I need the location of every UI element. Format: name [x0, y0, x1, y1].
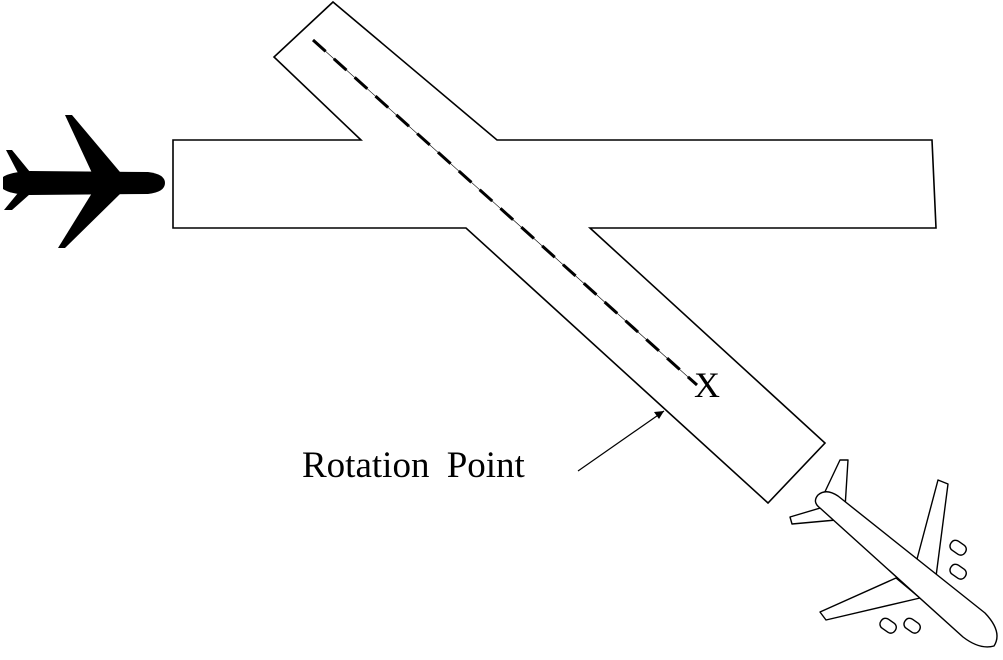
- airplane-outline-icon: [789, 459, 998, 648]
- takeoff-path-dashes: [311, 38, 699, 387]
- rotation-point-arrow: [577, 410, 665, 472]
- runway-outline: [172, 0, 937, 505]
- rotation-point-x-marker: X: [694, 365, 720, 405]
- airplane-silhouette-icon: [3, 115, 165, 248]
- rotation-point-label: Rotation Point: [302, 445, 525, 486]
